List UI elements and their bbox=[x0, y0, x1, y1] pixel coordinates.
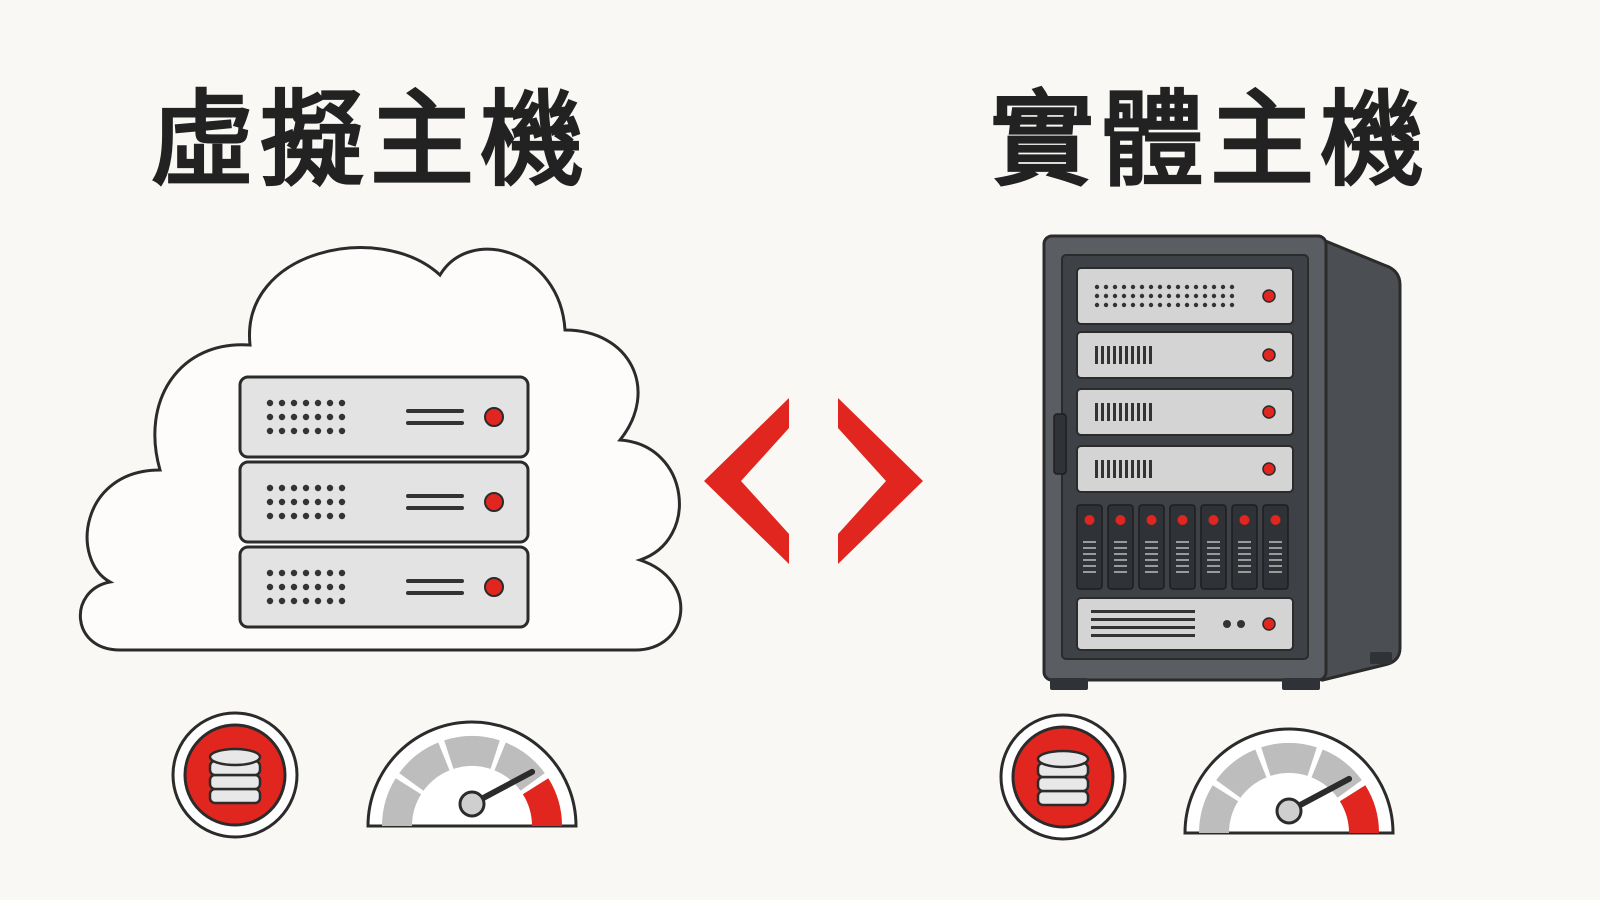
gauge-segment-high bbox=[522, 778, 562, 826]
gauge-segment bbox=[1261, 743, 1317, 776]
database-icon bbox=[171, 711, 299, 839]
server-unit bbox=[238, 545, 530, 629]
server-rack-icon bbox=[1042, 234, 1402, 690]
speedometer-icon bbox=[1183, 727, 1395, 835]
rack-server-unit bbox=[1076, 445, 1294, 493]
rack-server-unit bbox=[1076, 267, 1294, 325]
gauge-segment bbox=[494, 742, 545, 791]
gauge-segment bbox=[399, 742, 450, 791]
left-bracket bbox=[704, 398, 789, 564]
gauge-hub bbox=[458, 790, 486, 818]
virtual-host-title: 虛擬主機 bbox=[150, 79, 591, 201]
rack-server-unit bbox=[1076, 388, 1294, 436]
server-unit bbox=[238, 460, 530, 544]
gauge-segment-high bbox=[1339, 785, 1379, 833]
rack-power-unit bbox=[1076, 597, 1294, 651]
server-unit bbox=[238, 375, 530, 459]
gauge-segment bbox=[382, 778, 422, 826]
drive-bay-array bbox=[1076, 504, 1289, 590]
gauge-segment bbox=[1216, 749, 1267, 798]
server-stack-icon bbox=[238, 375, 530, 629]
code-brackets-icon bbox=[704, 398, 923, 564]
rack-server-unit bbox=[1076, 331, 1294, 379]
database-icon bbox=[999, 713, 1127, 841]
speedometer-icon bbox=[366, 720, 578, 828]
gauge-segment bbox=[1311, 749, 1362, 798]
physical-host-title: 實體主機 bbox=[990, 79, 1431, 201]
right-bracket bbox=[838, 398, 923, 564]
gauge-segment bbox=[1199, 785, 1239, 833]
gauge-segment bbox=[444, 736, 500, 769]
gauge-hub bbox=[1275, 797, 1303, 825]
